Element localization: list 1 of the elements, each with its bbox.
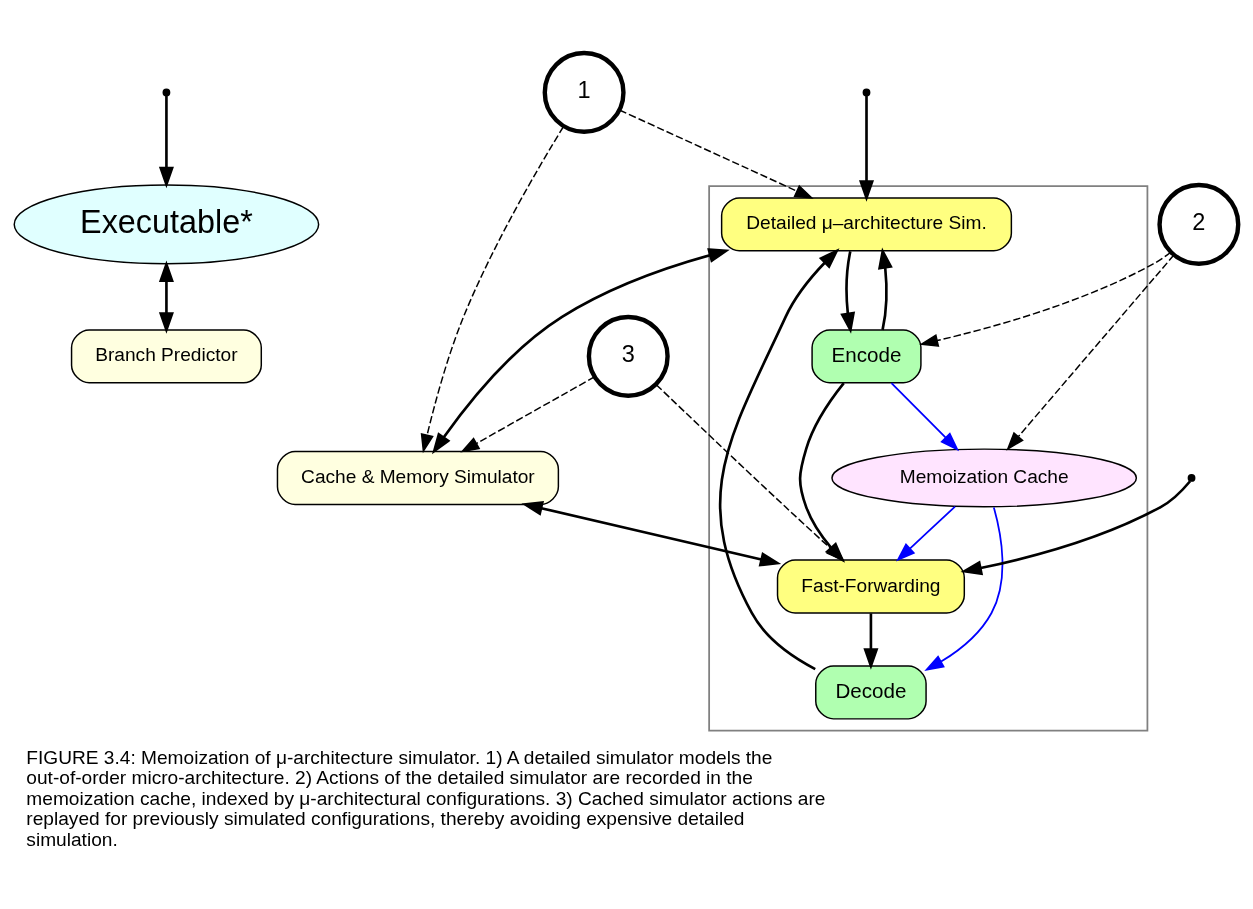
caption: FIGURE 3.4: Memoization of μ-architecture simulator. 1) A detailed simulator models the out-of-order micro-architecture. 2) Actions of the detailed simulator are recorded in the memoization cache, indexed by μ-architectural configurations. 3) Cached simulator actions are replayed for previously simulated configurations, thereby avoiding expensive detailed simulation. (26, 746, 826, 850)
